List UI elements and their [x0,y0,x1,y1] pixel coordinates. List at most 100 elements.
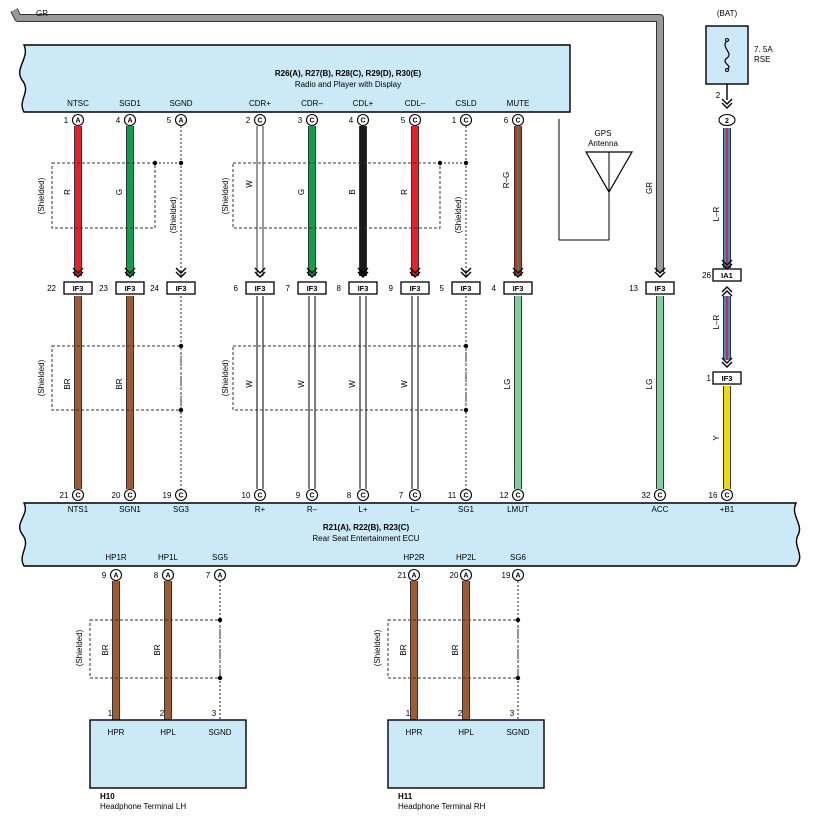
radio-title: R26(A), R27(B), R28(C), R29(D), R30(E) [275,69,422,78]
ecu-top-terminal-connector [253,488,267,502]
junction-connector-label: IF3 [655,284,666,293]
junction-chevron-0 [357,267,369,274]
shielded-label: (Shielded) [169,196,178,233]
ecu-top-terminal-connector [720,488,734,502]
lower-wire-color-label: L–R [712,314,721,329]
ecu-bottom-terminal-connector [511,568,525,582]
upper-wire-color-label: G [297,189,306,195]
ecu-bottom-terminal-name: HP1R [105,553,127,562]
upper-wire-color-label: B [348,189,357,194]
ecu-top-terminal-pin: 11 [448,491,457,500]
radio-terminal-pin: 4 [116,116,121,125]
upper-wire-color-label: R–G [502,172,511,188]
ecu-top-terminal-connector [408,488,422,502]
headphone-wire-color-label: BR [153,644,162,655]
headphone-terminal-pin: 2 [458,709,463,718]
ecu-top-terminal-connector-letter: C [127,493,132,500]
junction-connector [348,281,378,295]
ecu-bottom-terminal-pin: 19 [502,571,511,580]
shield-drain-dot [178,160,184,166]
junction-connector [645,281,675,295]
ecu-top-terminal-connector [459,488,473,502]
shield-headphone-right [387,619,519,679]
ecu-bottom-terminal-name: HP1L [158,553,179,562]
shielded-label: (Shielded) [221,177,230,214]
headphone-name: Headphone Terminal LH [100,802,186,811]
headphone-terminal-name: SGND [208,728,231,737]
ecu-top-terminal-connector-letter: C [178,493,183,500]
lower-wire-color-label: BR [63,378,72,389]
ecu-top-terminal-name: L+ [358,505,367,514]
headphone-terminal-pin: 1 [108,709,113,718]
radio-terminal-name: CDL+ [353,99,374,108]
lower-wire-color-label: BR [115,378,124,389]
lower-wire-color-label: W [245,380,254,388]
junction-connector [503,281,533,295]
junction-chevron-0 [654,267,666,274]
fuse-rating: 7. 5A [754,45,773,54]
radio-terminal-name: MUTE [507,99,530,108]
radio-terminal-connector-letter: C [257,118,262,125]
ecu-top-terminal-name: +B1 [720,505,735,514]
junction-chevron-1 [357,271,369,278]
junction-pin: 13 [629,284,638,293]
junction-connector-label: IF3 [513,284,524,293]
shield-upper-mid [232,162,441,229]
upper-wire-color-label: R [400,189,409,195]
radio-terminal-connector-letter: C [309,118,314,125]
fuse-box [705,25,749,85]
headphone-terminal-name: HPL [458,728,474,737]
ecu-top-terminal-connector [653,488,667,502]
radio-subtitle: Radio and Player with Display [295,80,401,89]
junction-pin: 8 [337,284,342,293]
radio-terminal-connector [305,113,319,127]
headphone-wire-color-label: BR [451,644,460,655]
ecu-bottom-terminal-connector-letter: A [165,573,170,580]
ecu-bottom-terminal-connector [213,568,227,582]
ecu-bottom-terminal-pin: 8 [154,571,159,580]
headphone-name: Headphone Terminal RH [398,802,486,811]
junction-connector [245,281,275,295]
headphone-id: H11 [398,792,413,801]
gps-label-2: Antenna [588,139,618,148]
shielded-label: (Shielded) [75,629,84,666]
ecu-top-terminal-connector-letter: C [309,493,314,500]
radio-terminal-connector [71,113,85,127]
shielded-label: (Shielded) [373,629,382,666]
ecu-top-terminal-pin: 12 [500,491,509,500]
fuse-pin-connector [718,113,736,127]
radio-terminal-pin: 6 [504,116,509,125]
ecu-top-terminal-pin: 7 [399,491,404,500]
junction-chevron-1 [306,271,318,278]
junction-connector [115,281,145,295]
ecu-top-terminal-connector [71,488,85,502]
radio-terminal-pin: 1 [452,116,457,125]
lower-wire-color-label: W [348,380,357,388]
junction-connector-ia1 [712,268,742,282]
shield-drain-dot [178,343,184,349]
ecu-top-terminal-connector [511,488,525,502]
ecu-bottom-terminal-connector [109,568,123,582]
radio-terminal-connector [253,113,267,127]
radio-terminal-pin: 1 [64,116,69,125]
ecu-bottom-terminal-pin: 9 [102,571,107,580]
ecu-bottom-terminal-connector-letter: A [217,573,222,580]
radio-terminal-name: CDR– [301,99,323,108]
lower-wire-color-label: W [297,380,306,388]
junction-pin: 7 [286,284,291,293]
ecu-bottom-terminal-pin: 21 [398,571,407,580]
upper-wire-color-label: W [245,180,254,188]
radio-terminal-name: SGND [169,99,192,108]
junction-chevron-1 [72,271,84,278]
junction-pin: 6 [234,284,239,293]
ecu-top-terminal-pin: 9 [296,491,301,500]
ecu-top-terminal-pin: 19 [163,491,172,500]
ecu-bottom-terminal-name: SG6 [510,553,527,562]
ecu-bottom-terminal-name: SG5 [212,553,229,562]
ecu-bottom-terminal-connector-letter: A [113,573,118,580]
junction-chevron-1 [254,271,266,278]
bat-label: (BAT) [717,9,738,18]
wire-layer [10,8,731,720]
radio-terminal-pin: 3 [298,116,303,125]
shield-drain-dot [463,407,469,413]
